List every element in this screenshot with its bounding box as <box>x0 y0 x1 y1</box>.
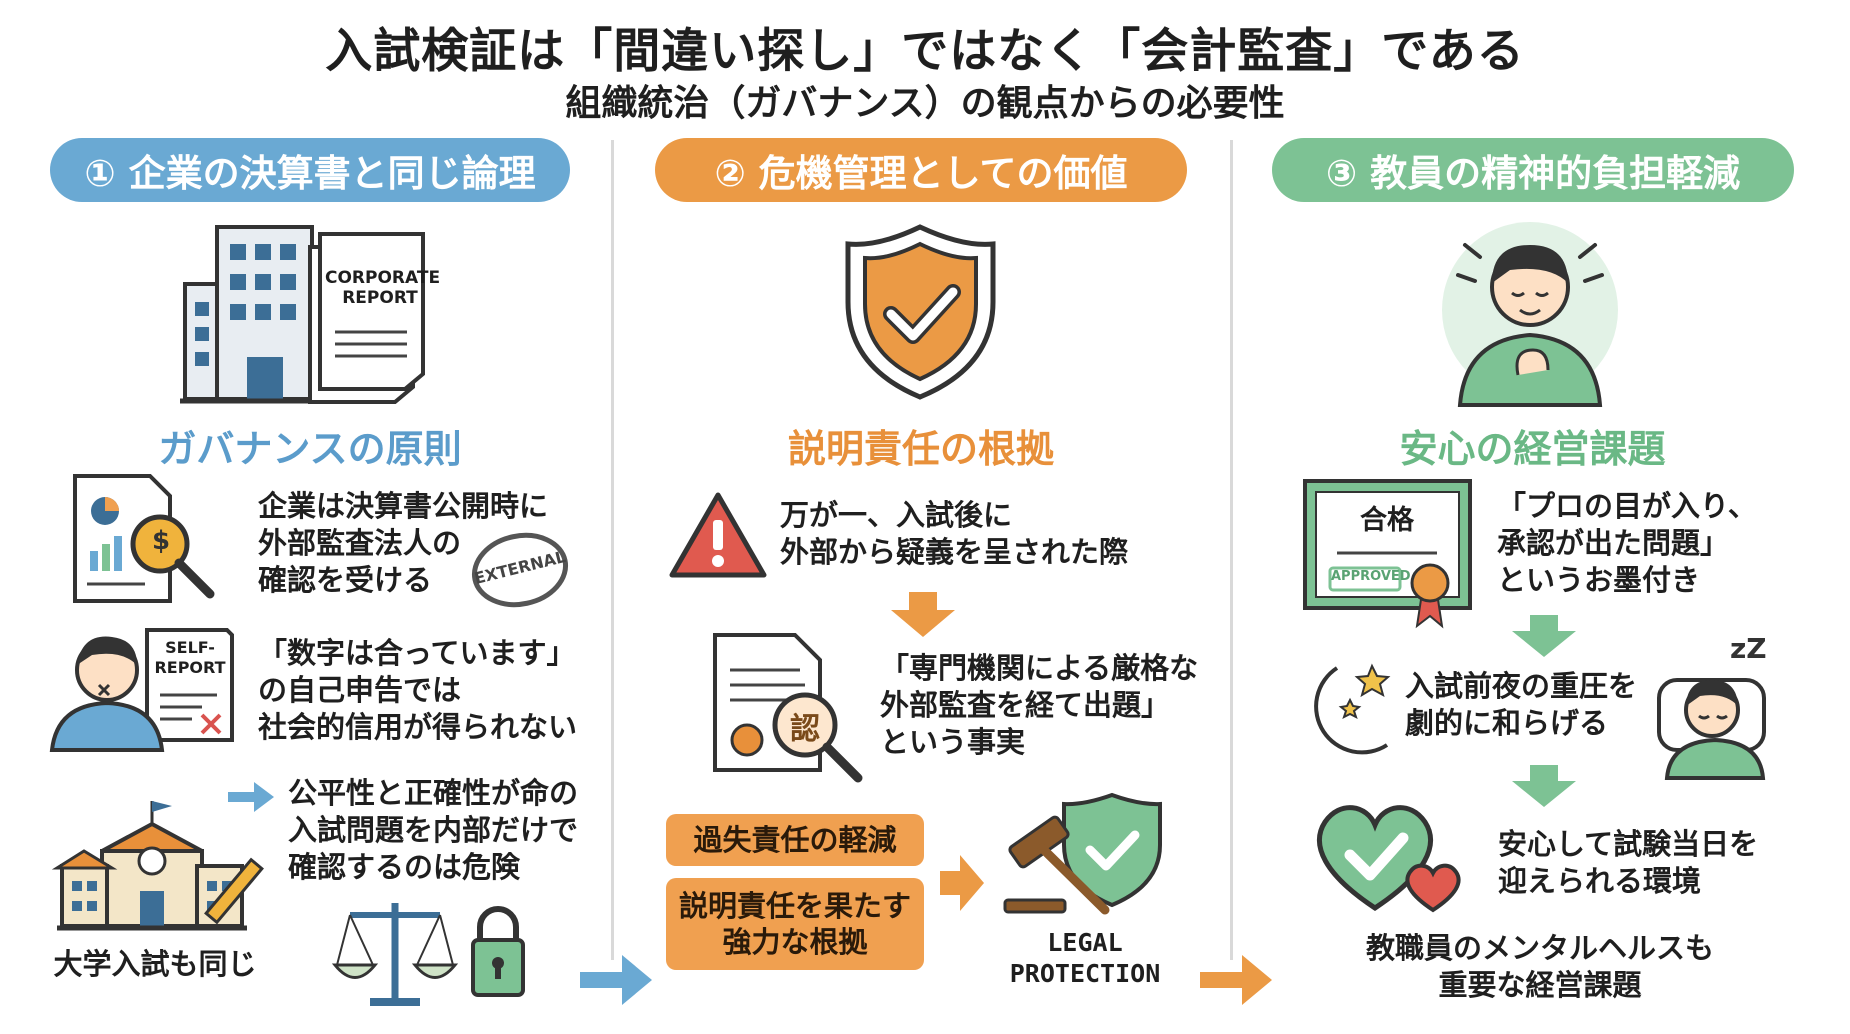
text-line: 教職員のメンタルヘルスも <box>1365 931 1714 965</box>
text-line: 確認するのは危険 <box>288 850 521 884</box>
text-line: 強力な根拠 <box>722 925 868 959</box>
legal-protection-label: LEGAL PROTECTION <box>990 927 1180 989</box>
column-divider <box>611 140 614 960</box>
section-pill-3: ③ 教員の精神的負担軽減 <box>1272 138 1794 202</box>
corporate-building-icon <box>180 225 425 404</box>
label-line: SELF- <box>165 638 215 657</box>
audit-document-icon <box>73 474 215 603</box>
gavel-shield-icon <box>1003 792 1162 915</box>
result-box-2: 説明責任を果たす 強力な根拠 <box>666 878 924 970</box>
text-line: 「プロの目が入り、 <box>1497 489 1757 523</box>
text-line: 入試前夜の重圧を <box>1405 669 1638 703</box>
sleeping-person-icon <box>1657 678 1766 780</box>
col2-item2-text: 「専門機関による厳格な 外部監査を経て出題」 という事実 <box>880 650 1198 761</box>
text-line: 安心して試験当日を <box>1498 827 1759 861</box>
text-line: 外部から疑義を呈された際 <box>780 535 1129 569</box>
heart-check-icon <box>1317 805 1461 913</box>
report-label-line: REPORT <box>342 288 418 308</box>
text-line: 確認を受ける <box>258 563 433 597</box>
col3-item3-text: 安心して試験当日を 迎えられる環境 <box>1498 826 1758 900</box>
section-heading-1: ガバナンスの原則 <box>158 427 462 471</box>
arrow-down-icon <box>1512 765 1576 807</box>
label-line: REPORT <box>154 658 226 677</box>
report-label: CORPORATE REPORT <box>325 268 441 308</box>
flow-arrow-right-icon <box>580 955 652 1005</box>
section-pill-2: ② 危機管理としての価値 <box>655 138 1187 202</box>
section-heading-2: 説明責任の根拠 <box>787 427 1054 471</box>
text-line: 企業は決算書公開時に <box>258 489 549 523</box>
col2-item1-text: 万が一、入試後に 外部から疑義を呈された際 <box>780 497 1128 571</box>
text-line: 入試問題を内部だけで <box>288 813 579 847</box>
text-line: 外部監査法人の <box>258 526 462 560</box>
report-label-line: CORPORATE <box>325 268 441 288</box>
col1-item3-text: 公平性と正確性が命の 入試問題を内部だけで 確認するのは危険 <box>288 775 578 886</box>
text-line: 公平性と正確性が命の <box>288 776 579 810</box>
col3-item1-text: 「プロの目が入り、 承認が出た問題」 というお墨付き <box>1497 488 1757 599</box>
text-line: 「専門機関による厳格な <box>880 651 1199 685</box>
text-line: 承認が出た問題」 <box>1497 526 1730 560</box>
approved-stamp: APPROVED <box>1331 569 1411 584</box>
relieved-person-icon <box>1442 222 1618 407</box>
section-heading-3: 安心の経営課題 <box>1399 427 1666 471</box>
column-divider <box>1230 140 1233 960</box>
external-stamp-icon <box>471 532 569 608</box>
school-caption: 大学入試も同じ <box>53 947 257 981</box>
self-report-label: SELF- REPORT <box>150 638 230 678</box>
sealed-document-icon <box>713 633 863 783</box>
moon-stars-icon <box>1314 663 1391 755</box>
certificate-icon <box>1303 479 1472 629</box>
col3-item2-text: 入試前夜の重圧を 劇的に和らげる <box>1405 668 1637 742</box>
section-pill-1: ① 企業の決算書と同じ論理 <box>50 138 570 202</box>
shield-check-icon <box>845 224 996 400</box>
warning-icon <box>669 492 767 578</box>
arrow-down-icon <box>1512 615 1576 657</box>
arrow-right-icon <box>940 855 984 911</box>
result-box-1: 過失責任の軽減 <box>666 814 924 866</box>
text-line: の自己申告では <box>258 673 462 707</box>
seal-label: 認 <box>790 712 820 747</box>
scales-lock-icon <box>331 903 525 1006</box>
label-line: PROTECTION <box>1009 959 1161 988</box>
text-line: 外部監査を経て出題」 <box>880 688 1171 722</box>
page-title: 入試検証は「間違い探し」ではなく「会計監査」である <box>325 24 1525 79</box>
flow-arrow-right-icon <box>1200 955 1272 1005</box>
label-line: LEGAL <box>1047 928 1123 957</box>
text-line: 迎えられる環境 <box>1498 864 1702 898</box>
text-line: 説明責任を果たす <box>678 889 911 923</box>
dollar-icon: $ <box>151 526 171 556</box>
sleep-zzz-icon: zZ <box>1730 632 1767 665</box>
col1-item2-text: 「数字は合っています」 の自己申告では 社会的信用が得られない <box>258 635 577 746</box>
school-building-icon <box>51 801 264 931</box>
text-line: 「数字は合っています」 <box>258 636 576 670</box>
self-report-person-icon <box>49 628 234 752</box>
arrow-right-icon <box>228 782 274 812</box>
page-subtitle: 組織統治（ガバナンス）の観点からの必要性 <box>565 83 1285 124</box>
certificate-title: 合格 <box>1360 505 1414 536</box>
text-line: というお墨付き <box>1497 563 1701 597</box>
arrow-down-icon <box>891 592 955 637</box>
text-line: 万が一、入試後に <box>780 498 1013 532</box>
text-line: 社会的信用が得られない <box>258 710 578 744</box>
text-line: という事実 <box>880 725 1026 759</box>
col1-item1-text: 企業は決算書公開時に 外部監査法人の 確認を受ける <box>258 488 548 599</box>
text-line: 劇的に和らげる <box>1405 706 1609 740</box>
text-line: 重要な経営課題 <box>1438 968 1642 1002</box>
col3-footer-text: 教職員のメンタルヘルスも 重要な経営課題 <box>1290 930 1790 1004</box>
